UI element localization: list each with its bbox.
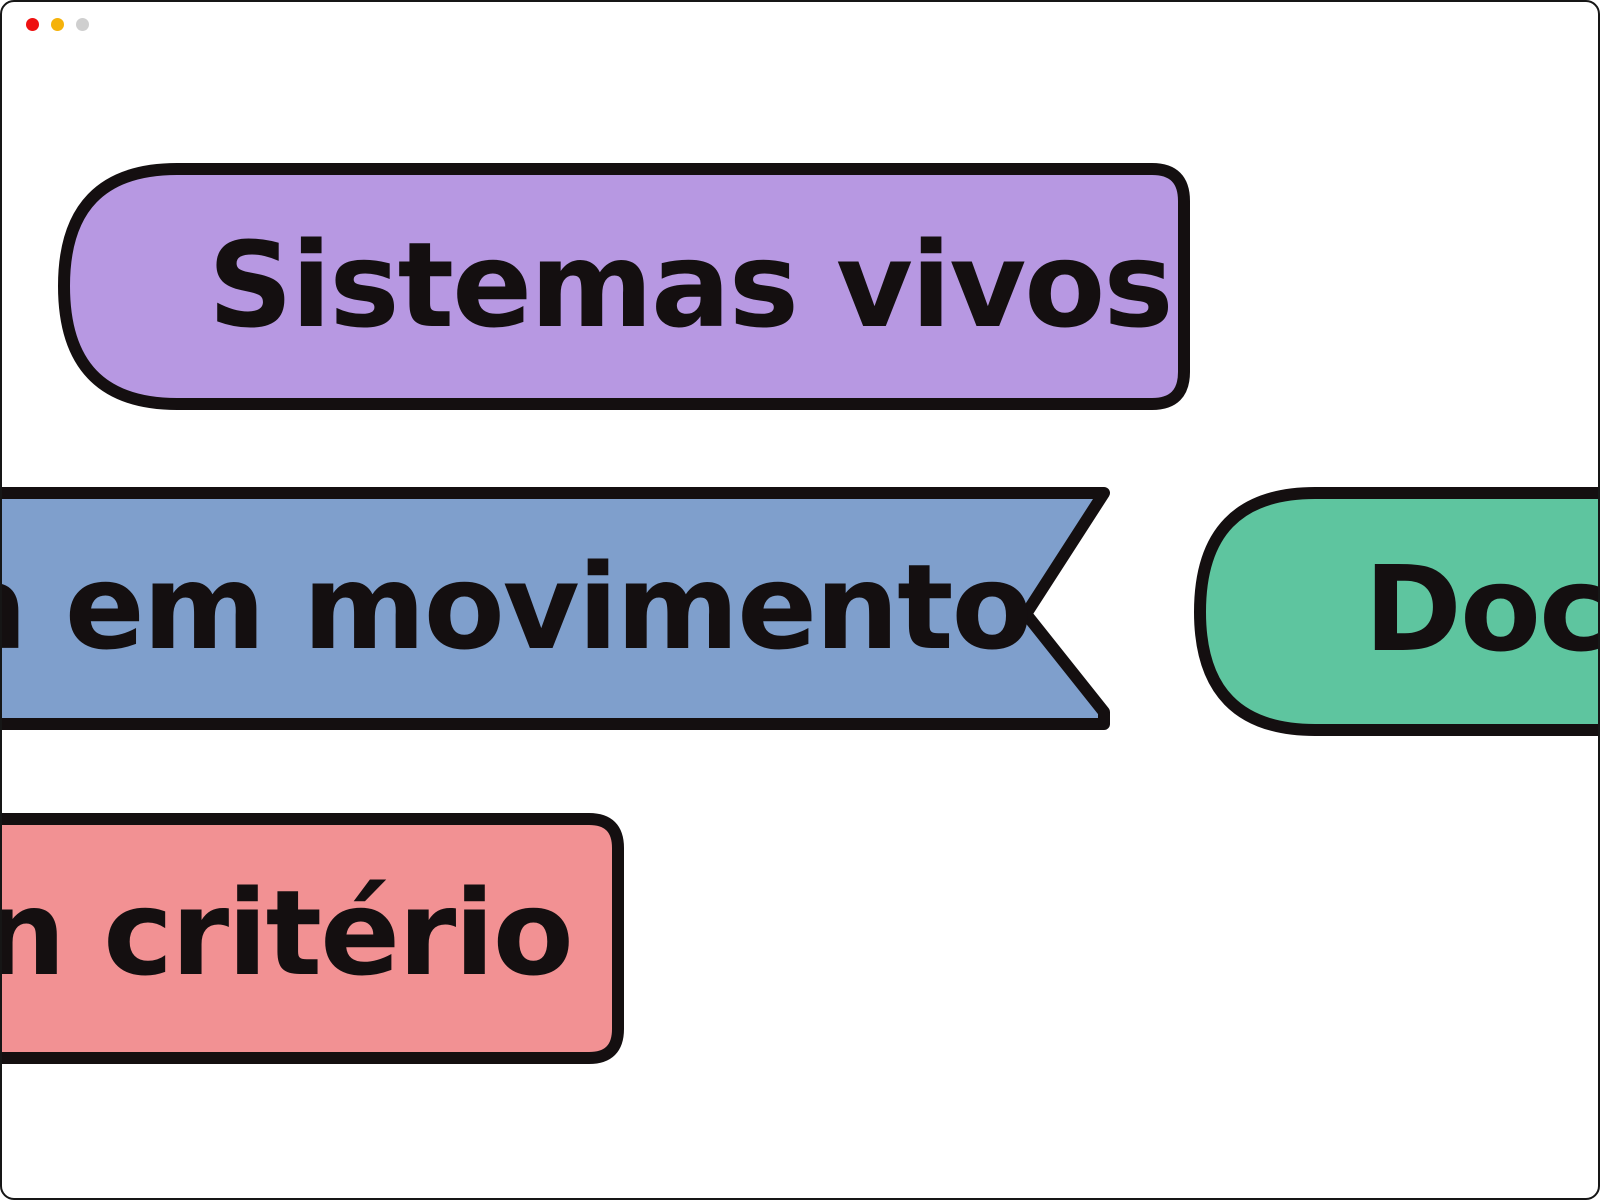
close-dot-icon[interactable] — [26, 18, 39, 31]
window-controls — [26, 18, 89, 31]
tag-label-em-movimento: a em movimento — [0, 538, 1033, 676]
tag-shape-doc — [1194, 487, 1598, 736]
minimize-dot-icon[interactable] — [51, 18, 64, 31]
tag-label-sistemas-vivos: Sistemas vivos — [208, 216, 1174, 354]
tag-label-doc: Doc — [1364, 540, 1600, 678]
tag-label-criterio: n critério — [0, 864, 574, 1002]
tag-shape-criterio — [2, 813, 624, 1064]
maximize-dot-icon[interactable] — [76, 18, 89, 31]
tag-shape-sistemas-vivos — [58, 163, 1190, 410]
tag-shape-em-movimento — [2, 487, 1110, 730]
